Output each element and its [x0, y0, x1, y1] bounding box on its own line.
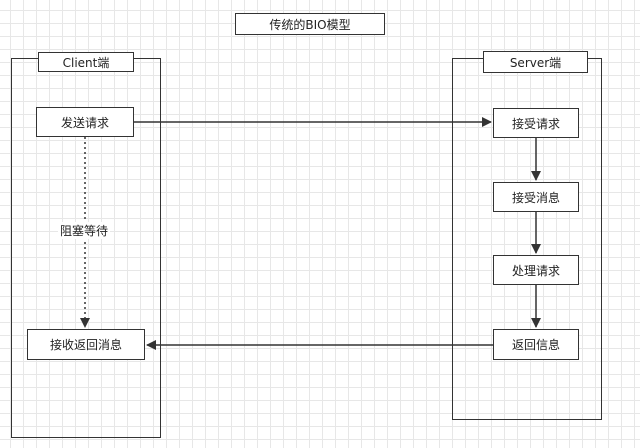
blocking-wait-label: 阻塞等待: [58, 222, 111, 239]
return-info-node: 返回信息: [493, 329, 579, 360]
server-lane-header: Server端: [483, 51, 588, 73]
accept-message-node: 接受消息: [493, 182, 579, 212]
send-request-node: 发送请求: [36, 107, 134, 137]
accept-request-node: 接受请求: [493, 108, 579, 138]
receive-response-node: 接收返回消息: [27, 329, 145, 360]
diagram-title: 传统的BIO模型: [235, 13, 385, 35]
process-request-node: 处理请求: [493, 255, 579, 285]
client-lane-header: Client端: [38, 52, 134, 72]
